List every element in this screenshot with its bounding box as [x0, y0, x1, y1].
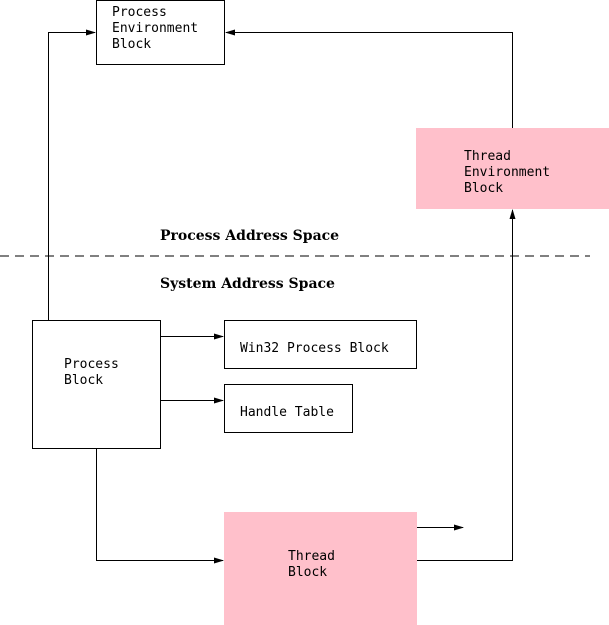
- thread-block-label-line-2: Block: [288, 565, 327, 580]
- system-address-space-label: System Address Space: [160, 276, 335, 292]
- thread-block-label-line-1: Thread: [288, 549, 335, 564]
- win32-process-block-node: Win32 Process Block: [224, 320, 417, 369]
- teb-label-line-2: Environment: [464, 165, 550, 180]
- process-block-box: [32, 320, 161, 449]
- teb-box: [416, 128, 609, 209]
- peb-label-line-1: Process: [112, 5, 167, 20]
- thread-block-box: [224, 512, 417, 625]
- handle-table-box: [224, 384, 353, 433]
- arrow-process-block-to-peb: [48, 29, 96, 320]
- handle-table-node: Handle Table: [224, 384, 353, 433]
- peb-label-line-2: Environment: [112, 21, 198, 36]
- win32-process-block-box: [224, 320, 417, 369]
- teb-label-line-1: Thread: [464, 149, 511, 164]
- peb-box: [96, 0, 225, 65]
- arrow-teb-to-peb: [225, 29, 513, 128]
- peb-label-line-3: Block: [112, 37, 151, 52]
- process-block-label-line-1: Process: [64, 357, 119, 372]
- arrow-thread-block-to-teb: [417, 209, 516, 561]
- process-block-label-line-2: Block: [64, 373, 103, 388]
- teb-label-line-3: Block: [464, 181, 503, 196]
- process-block-node: Process Block: [32, 320, 161, 449]
- win32-process-block-label: Win32 Process Block: [240, 341, 389, 356]
- peb-node: Process Environment Block: [96, 0, 225, 65]
- teb-node: Thread Environment Block: [416, 128, 609, 209]
- process-address-space-label: Process Address Space: [160, 228, 339, 244]
- arrow-process-block-to-thread-block: [96, 448, 224, 564]
- handle-table-label: Handle Table: [240, 405, 334, 420]
- thread-block-node: Thread Block: [224, 512, 417, 625]
